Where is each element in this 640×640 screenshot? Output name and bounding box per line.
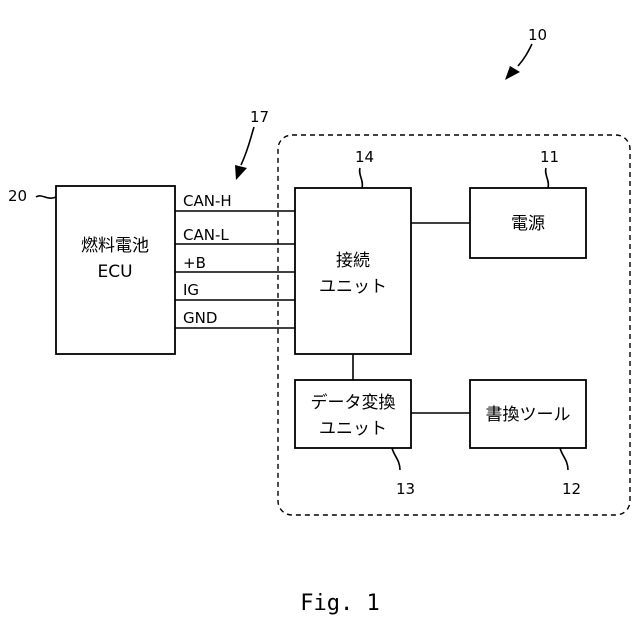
signal-label-ig: IG [183,281,199,299]
signal-label-can-l: CAN-L [183,226,229,244]
data-converter-ref-label: 13 [396,480,415,498]
signal-label-gnd: GND [183,309,217,327]
power-supply-label: 電源 [511,214,545,234]
power-supply-ref-label: 11 [540,148,559,166]
system-ref-leader [518,44,532,66]
data-converter-label-line1: データ変換 [311,392,396,413]
connection-unit-box [295,188,411,354]
harness-ref-leader [241,127,254,165]
power-supply-ref-leader [546,168,549,188]
figure-caption: Fig. 1 [300,591,379,616]
system-ref-arrow [505,66,520,80]
harness-ref-arrow [235,165,247,180]
connection-unit-label-line2: ユニット [319,277,387,297]
harness-ref-label: 17 [250,108,269,126]
connection-unit-label-line1: 接続 [336,251,370,271]
ecu-ref-leader [36,196,56,198]
ecu-label-line1: 燃料電池 [81,236,149,256]
ecu-ref-label: 20 [8,187,27,205]
signal-label-plus-b: +B [183,254,206,272]
rewrite-tool-ref-leader [560,448,568,470]
signal-label-can-h: CAN-H [183,192,232,210]
system-ref-label: 10 [528,26,547,44]
ecu-label-line2: ECU [97,262,132,282]
data-converter-ref-leader [392,448,400,470]
rewrite-tool-ref-label: 12 [562,480,581,498]
rewrite-tool-label: 書換ツール [486,405,571,425]
data-converter-label-line2: ユニット [319,419,387,439]
connection-unit-ref-leader [360,168,363,188]
connection-unit-ref-label: 14 [355,148,374,166]
